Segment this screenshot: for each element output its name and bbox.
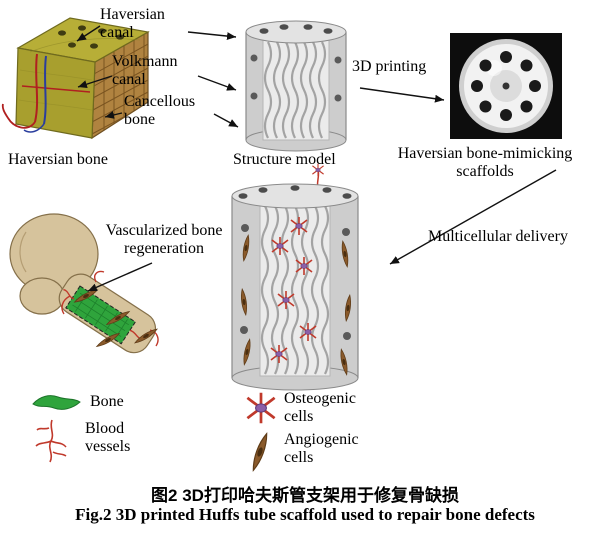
arrow-3d-printing bbox=[359, 87, 445, 103]
label-multicellular-delivery: Multicellular delivery bbox=[428, 228, 568, 245]
legend-blood-vessels-icon bbox=[35, 419, 67, 463]
scaffold-photo bbox=[450, 33, 562, 139]
label-vascularized-regeneration: Vascularized bone regeneration bbox=[105, 222, 223, 257]
caption-chinese: 图2 3D打印哈夫斯管支架用于修复骨缺损 bbox=[151, 486, 459, 505]
label-scaffolds: Haversian bone-mimicking scaffolds bbox=[397, 145, 573, 180]
legend-osteogenic-icon bbox=[246, 391, 276, 425]
legend-angiogenic-icon bbox=[249, 431, 271, 473]
arrow-volkmann-canal-right bbox=[197, 75, 237, 91]
label-cancellous-bone: Cancellous bone bbox=[124, 93, 196, 128]
label-structure-model: Structure model bbox=[233, 151, 336, 168]
arrow-haversian-canal-left bbox=[76, 25, 101, 42]
vessel-blue bbox=[43, 55, 47, 125]
label-haversian-canal: Haversian canal bbox=[100, 6, 165, 41]
legend-blood-vessels-label: Blood vessels bbox=[85, 420, 131, 455]
arrow-multicellular-delivery bbox=[389, 169, 557, 265]
structure-model-illustration bbox=[245, 20, 347, 152]
legend-bone-label: Bone bbox=[90, 393, 124, 410]
multicellular-scaffold-illustration bbox=[231, 163, 359, 391]
arrow-vascularized-regeneration bbox=[87, 262, 153, 292]
vessel-red bbox=[34, 53, 39, 123]
label-haversian-bone: Haversian bone bbox=[8, 151, 108, 168]
legend-osteogenic-label: Osteogenic cells bbox=[284, 390, 356, 425]
arrow-volkmann-canal-left bbox=[77, 75, 113, 89]
caption-english: Fig.2 3D printed Huffs tube scaffold use… bbox=[75, 505, 535, 524]
label-volkmann-canal: Volkmann canal bbox=[112, 53, 178, 88]
arrows-group bbox=[76, 25, 557, 292]
legend-angiogenic-label: Angiogenic cells bbox=[284, 431, 359, 466]
label-3d-printing: 3D printing bbox=[352, 58, 427, 75]
regenerated-bone-illustration bbox=[9, 213, 159, 354]
arrow-cancellous-right bbox=[213, 113, 239, 128]
arrow-haversian-canal-right bbox=[187, 31, 237, 41]
arrow-cancellous-left bbox=[104, 111, 123, 119]
legend-bone-icon bbox=[32, 395, 81, 410]
